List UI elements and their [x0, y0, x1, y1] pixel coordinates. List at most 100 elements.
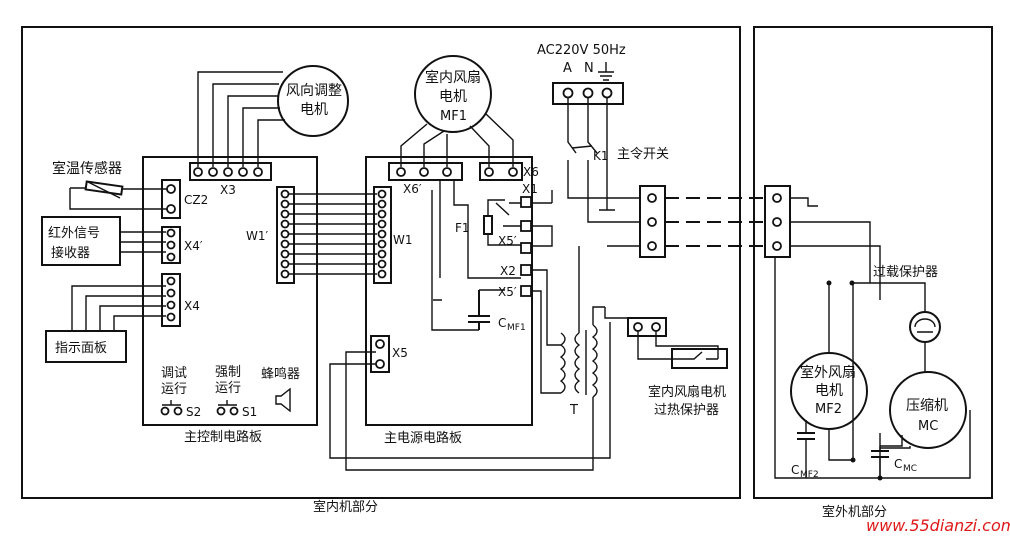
k1-label: K1: [593, 149, 609, 163]
cap-mc-sub: MC: [903, 464, 917, 474]
x6-label: X6: [523, 165, 539, 179]
w1-prime-terminals: [280, 189, 290, 279]
x3-connector: [189, 162, 272, 181]
cap-mf2-label: C: [791, 463, 799, 477]
main-control-board: [142, 156, 318, 426]
x5-connector: [370, 335, 390, 373]
forced-run-label-1: 强制: [215, 365, 241, 380]
transformer: [559, 324, 598, 398]
x6-prime-connector: [388, 162, 463, 181]
test-run-label-1: 调试: [161, 366, 187, 381]
x4-label: X4: [184, 299, 200, 313]
indicator-panel-wires: [71, 285, 166, 331]
s2-button: [160, 400, 183, 416]
main-switch-label: 主令开关: [617, 147, 669, 162]
w1-connector: [373, 186, 392, 284]
buzzer-icon: [275, 387, 291, 413]
outdoor-fan-label-3: MF2: [815, 402, 842, 417]
room-sensor-label: 室温传感器: [52, 160, 122, 177]
x6-prime-label: X6′: [403, 182, 422, 196]
outdoor-ground: [790, 197, 818, 207]
main-board-label: 主控制电路板: [184, 429, 262, 445]
s2-label: S2: [186, 405, 201, 419]
x1-label: X1: [522, 182, 538, 196]
compressor-label-1: 压缩机: [906, 398, 948, 414]
x4-connector: [161, 273, 181, 327]
w1-label: W1: [393, 233, 413, 247]
indicator-panel-label: 指示面板: [55, 341, 107, 356]
fan-overheat-connector: [627, 317, 667, 337]
x3-label: X3: [220, 183, 236, 197]
fan-capacitor: [468, 290, 490, 330]
ground-symbol: [598, 62, 614, 81]
watermark: www.55dianzi.com: [866, 516, 1010, 535]
compressor: [889, 371, 967, 449]
ir-receiver-label-1: 红外信号: [48, 225, 100, 241]
phase-n-label: N: [584, 61, 594, 76]
x5-prime-bottom-label: X5′: [498, 285, 517, 299]
x3-terminals: [193, 167, 263, 177]
x1-terminal-1: [520, 196, 532, 208]
fuse: [483, 215, 493, 235]
ir-receiver-label-2: 接收器: [51, 245, 90, 261]
cap-mc-label: C: [894, 457, 902, 471]
x2-label: X2: [500, 264, 516, 278]
x5-prime-top-terminal: [520, 242, 532, 254]
indoor-fan-label-1: 室内风扇: [425, 69, 481, 86]
power-board-internal-wires: [431, 180, 521, 331]
power-label: AC220V 50Hz: [537, 43, 626, 58]
forced-run-label-2: 运行: [215, 381, 241, 396]
fan-capacitor-sub: MF1: [507, 323, 526, 333]
indoor-fan-label-2: 电机: [439, 89, 467, 105]
x2-terminal: [520, 264, 532, 276]
outdoor-fan-label-1: 室外风扇: [800, 364, 856, 381]
fan-overheat-label-1: 室内风扇电机: [648, 384, 726, 400]
power-board-label: 主电源电路板: [384, 430, 462, 446]
s1-button: [216, 400, 239, 416]
outdoor-wiring: [774, 221, 971, 479]
ir-receiver: [41, 216, 121, 266]
indoor-fan-label-3: MF1: [440, 109, 467, 124]
fuse-label: F1: [455, 221, 470, 235]
x4-prime-label: X4′: [184, 239, 203, 253]
fan-overheat-label-2: 过热保护器: [654, 403, 719, 418]
swing-motor-wires: [197, 71, 285, 167]
main-switch-k1: [567, 98, 598, 154]
junction-dots: [826, 280, 883, 481]
indoor-fan-wires: [400, 113, 514, 167]
w1-terminals: [377, 189, 387, 279]
w1-prime-connector: [276, 186, 295, 284]
room-sensor-wires: [69, 187, 172, 210]
phase-a-label: A: [563, 61, 572, 76]
overload-label: 过载保护器: [873, 265, 938, 280]
cz2-label: CZ2: [184, 193, 208, 207]
swing-motor-label-1: 风向调整: [286, 83, 342, 99]
room-sensor-element: [84, 180, 124, 196]
x5-prime-top-label: X5′: [498, 234, 517, 248]
x6-connector: [479, 162, 523, 181]
outdoor-section-label: 室外机部分: [822, 504, 887, 520]
x5-prime-bottom-terminal: [520, 285, 532, 297]
indoor-fan-motor: [414, 55, 492, 133]
indoor-unit-frame: [21, 26, 741, 499]
outdoor-fan-capacitor: [797, 432, 815, 440]
indoor-section-label: 室内机部分: [313, 499, 378, 515]
ir-receiver-wires: [120, 231, 166, 253]
ribbon-cable: [289, 193, 377, 275]
test-run-label-2: 运行: [161, 382, 187, 397]
cz2-connector: [161, 179, 181, 219]
compressor-label-2: MC: [918, 419, 938, 434]
relay-contact: [495, 202, 521, 227]
s1-label: S1: [242, 405, 257, 419]
transformer-label: T: [569, 403, 578, 418]
fan-capacitor-label: C: [498, 316, 506, 330]
swing-motor-label-2: 电机: [300, 102, 328, 118]
x1-terminal-2: [520, 220, 532, 232]
cap-mf2-sub: MF2: [800, 470, 819, 480]
x4-prime-connector: [161, 226, 181, 264]
x5-label: X5: [392, 346, 408, 360]
outdoor-unit-frame: [753, 26, 993, 499]
w1-prime-label: W1′: [246, 229, 269, 243]
swing-motor: [277, 65, 349, 137]
